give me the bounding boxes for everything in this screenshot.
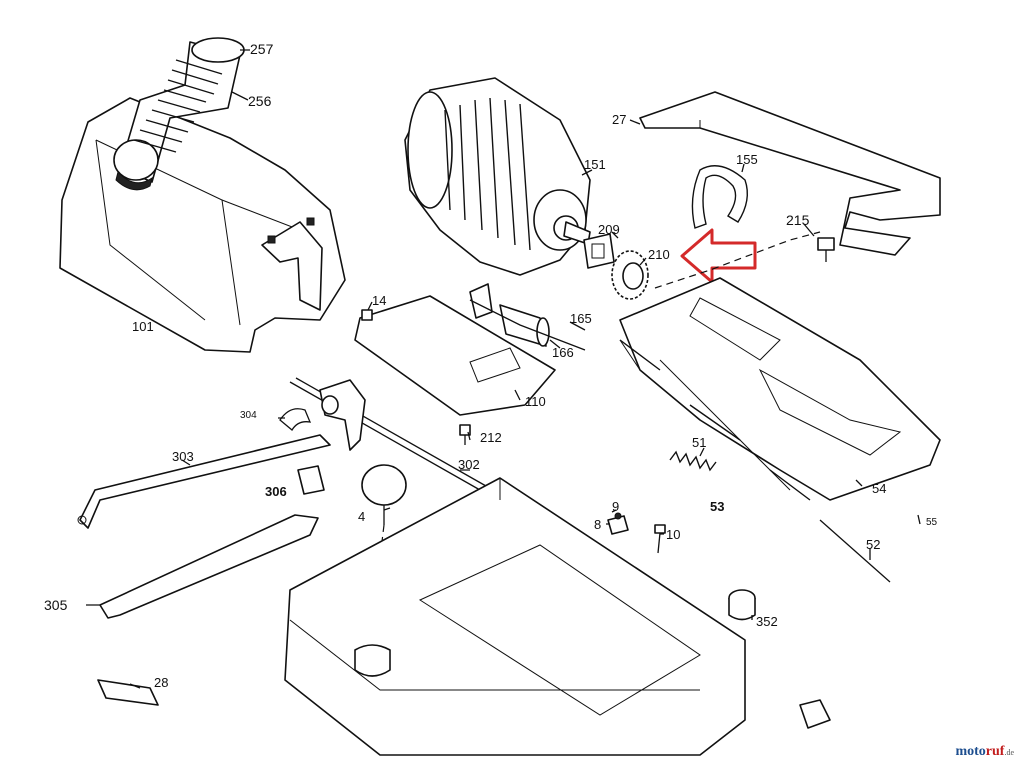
label-55: 55 (926, 517, 938, 528)
label-215: 215 (786, 212, 810, 228)
label-10: 10 (666, 527, 681, 542)
label-166: 166 (552, 345, 574, 360)
label-9: 9 (612, 499, 620, 514)
part-14-screw (361, 309, 373, 321)
part-212-screw (459, 424, 471, 445)
part-53-spring (669, 450, 717, 472)
part-54-housing (619, 277, 941, 501)
label-53: 53 (710, 499, 725, 514)
label-305: 305 (44, 597, 68, 613)
part-51-rail (619, 339, 811, 501)
watermark-text-3: .de (1004, 748, 1014, 757)
label-302: 302 (458, 457, 480, 472)
label-4: 4 (358, 509, 366, 524)
part-165-cable (469, 299, 586, 351)
label-151: 151 (584, 157, 606, 172)
part-151-motor (404, 77, 591, 276)
label-210: 210 (648, 247, 670, 262)
label-209: 209 (598, 222, 620, 237)
part-101-hood (59, 97, 346, 353)
label-54: 54 (872, 481, 887, 496)
part-303-lever (77, 434, 331, 529)
label-303: 303 (172, 449, 194, 464)
part-9-pin (614, 512, 622, 520)
label-256: 256 (248, 93, 272, 109)
part-110-mounting-plate (354, 283, 556, 416)
label-51: 51 (692, 435, 707, 450)
part-302-shaft (289, 377, 487, 491)
watermark-logo: motoruf.de (955, 744, 1014, 760)
base-chassis (284, 477, 831, 756)
part-166-capacitor (499, 304, 550, 347)
part-210-gear (611, 250, 649, 300)
label-27: 27 (612, 112, 627, 127)
assembly-axis-line (654, 231, 821, 289)
leader-lines (86, 49, 871, 689)
watermark-text-2: ruf (985, 744, 1005, 759)
part-305-lever (99, 514, 319, 619)
label-306: 306 (265, 484, 287, 499)
label-28: 28 (154, 675, 169, 690)
label-8: 8 (594, 517, 602, 532)
part-306-clip (297, 465, 325, 495)
part-28-plate (97, 679, 159, 706)
label-304: 304 (240, 410, 257, 421)
part-52-rod (819, 519, 891, 583)
label-212: 212 (480, 430, 502, 445)
label-352: 352 (756, 614, 778, 629)
part-304-clip (279, 408, 312, 431)
part-55-screw (917, 514, 921, 525)
label-52: 52 (866, 537, 881, 552)
watermark-text-1: moto (955, 744, 986, 759)
part-215-screw (817, 237, 835, 262)
part-10-bolt (654, 524, 666, 554)
highlight-arrow (680, 228, 757, 284)
part-27-top-cover (639, 91, 941, 256)
label-165: 165 (570, 311, 592, 326)
part-155-belt (691, 165, 748, 229)
label-110: 110 (525, 394, 546, 409)
label-257: 257 (250, 41, 274, 57)
part-256-257-hose (113, 37, 245, 191)
label-14: 14 (372, 293, 387, 308)
part-209-bushing (583, 233, 615, 269)
part-352-bushing (728, 589, 756, 621)
label-101: 101 (132, 319, 154, 334)
label-155: 155 (736, 152, 758, 167)
